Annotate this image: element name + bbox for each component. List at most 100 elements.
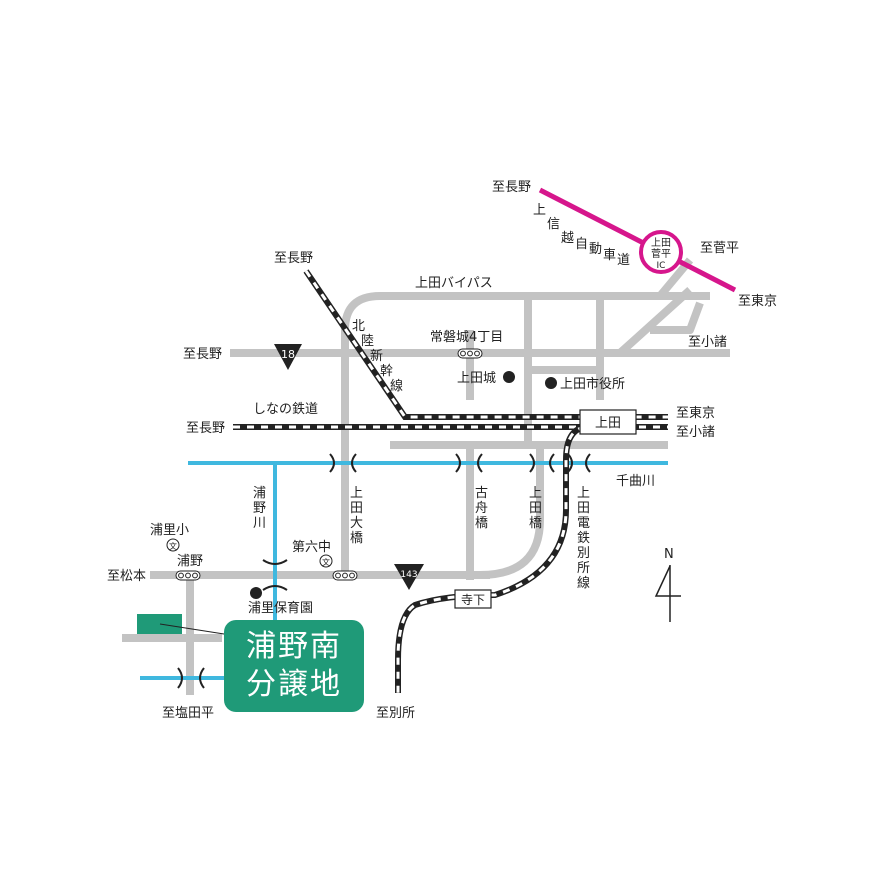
bridges (177, 453, 591, 689)
dir-tokyo-expwy: 至東京 (738, 293, 777, 309)
labels: 至長野 至菅平 至東京 至長野 至長野 至小諸 至長野 至東京 至小諸 至松本 … (107, 180, 777, 721)
dir-tokyo-rail: 至東京 (676, 405, 715, 421)
ic-label-line1: 上田 (651, 237, 671, 249)
dir-nagano-route18: 至長野 (183, 347, 222, 362)
svg-text:文: 文 (169, 541, 177, 551)
svg-text:線: 線 (390, 378, 403, 394)
dir-matsumoto: 至松本 (107, 569, 146, 584)
dir-bessho: 至別所 (376, 706, 415, 721)
dir-nagano-expwy: 至長野 (492, 180, 531, 195)
markers: 上田 寺下 18 143 (137, 344, 637, 635)
nursery-dot[interactable] (250, 587, 262, 599)
north-label: N (664, 547, 674, 562)
destination-line2: 分譲地 (246, 667, 342, 702)
svg-text:古: 古 (475, 486, 488, 501)
svg-text:所: 所 (577, 561, 590, 576)
svg-text:文: 文 (322, 557, 330, 567)
expressway (538, 187, 737, 293)
svg-text:車: 車 (603, 248, 616, 263)
svg-text:別: 別 (577, 546, 590, 561)
school-symbol-dairoku: 文 (319, 554, 333, 568)
kofune-bashi-label: 古 舟 橋 (475, 486, 488, 531)
route-18-shield (274, 344, 302, 370)
nursery-label: 浦里保育園 (248, 600, 313, 616)
ueda-station-box[interactable] (579, 409, 637, 435)
shinkansen-label: 北 陸 新 幹 線 (352, 319, 403, 394)
svg-text:浦: 浦 (253, 486, 266, 501)
svg-text:橋: 橋 (350, 531, 363, 546)
dir-komoro-route18: 至小諸 (688, 334, 727, 350)
route-143-shield (394, 564, 424, 590)
site-leader-line (159, 623, 225, 635)
urano-river-label: 浦 野 川 (253, 486, 266, 531)
svg-text:上: 上 (533, 203, 546, 218)
svg-text:越: 越 (561, 231, 574, 246)
urasato-elem-label: 浦里小 (150, 523, 189, 538)
dairoku-jh-label: 第六中 (292, 540, 331, 555)
urano-label: 浦野 (177, 554, 203, 569)
dir-sugadaira: 至菅平 (700, 241, 739, 256)
expressway-label: 上 信 越 自 動 車 道 (533, 203, 630, 268)
svg-text:自: 自 (575, 237, 588, 252)
svg-text:鉄: 鉄 (577, 531, 590, 546)
chikuma-river-label: 千曲川 (616, 474, 655, 489)
ueda-station-label: 上田 (595, 416, 621, 431)
signal-urano (175, 570, 201, 581)
dir-nagano-shinkansen: 至長野 (274, 251, 313, 266)
svg-text:陸: 陸 (361, 333, 374, 349)
svg-text:上: 上 (529, 486, 542, 501)
signal-dairoku (332, 570, 358, 581)
svg-text:信: 信 (547, 217, 560, 232)
svg-text:野: 野 (253, 501, 266, 516)
svg-text:田: 田 (350, 501, 363, 516)
city-hall-dot[interactable] (545, 377, 557, 389)
ic-label-line2: 菅平 (651, 248, 671, 260)
terashita-station-label: 寺下 (461, 593, 485, 607)
svg-text:田: 田 (577, 501, 590, 516)
joshinetsu-expressway (538, 187, 737, 293)
ueda-bypass-road (341, 292, 670, 580)
city-hall-label: 上田市役所 (560, 376, 625, 392)
site-location-marker[interactable] (137, 614, 182, 634)
svg-text:田: 田 (529, 501, 542, 516)
ueda-castle-label: 上田城 (457, 371, 496, 386)
bessho-line-rail (395, 424, 586, 693)
svg-text:北: 北 (352, 319, 365, 334)
bessho-line-label: 上 田 電 鉄 別 所 線 (577, 486, 590, 591)
ic-label-line3: IC (657, 261, 666, 271)
school-symbol-urasato: 文 (166, 538, 180, 552)
route-18-number: 18 (281, 348, 295, 361)
svg-text:上: 上 (577, 486, 590, 501)
shinano-railway-label: しなの鉄道 (253, 402, 318, 417)
svg-text:橋: 橋 (475, 516, 488, 531)
north-arrow: N (654, 547, 681, 622)
svg-text:新: 新 (370, 348, 383, 364)
ueda-ohashi-label: 上 田 大 橋 (350, 486, 363, 546)
svg-text:動: 動 (589, 242, 602, 257)
svg-text:線: 線 (577, 575, 590, 591)
bypass-label: 上田バイパス (415, 276, 493, 291)
destination-line1: 浦野南 (246, 629, 342, 664)
ueda-bashi-street (479, 445, 544, 579)
ueda-bashi-label: 上 田 橋 (529, 486, 542, 531)
destination-label-box[interactable]: 浦野南 分譲地 (224, 620, 364, 712)
tokiwagi-label: 常磐城4丁目 (430, 330, 503, 345)
ueda-sugadaira-ic-marker (639, 230, 683, 274)
dir-shiodahira: 至塩田平 (162, 706, 214, 721)
svg-text:橋: 橋 (529, 516, 542, 531)
svg-text:川: 川 (253, 516, 266, 531)
svg-text:道: 道 (617, 253, 630, 268)
svg-text:上: 上 (350, 486, 363, 501)
ueda-castle-dot[interactable] (503, 371, 515, 383)
svg-text:大: 大 (350, 516, 363, 531)
svg-text:電: 電 (577, 516, 590, 531)
roads (122, 257, 730, 695)
dir-komoro-rail: 至小諸 (676, 424, 715, 440)
signal-tokiwagi (457, 348, 483, 359)
terashita-station-box[interactable] (454, 589, 492, 609)
svg-text:幹: 幹 (380, 363, 393, 379)
dir-nagano-shinano: 至長野 (186, 421, 225, 436)
komoro-road (617, 287, 704, 356)
svg-text:舟: 舟 (475, 501, 488, 516)
